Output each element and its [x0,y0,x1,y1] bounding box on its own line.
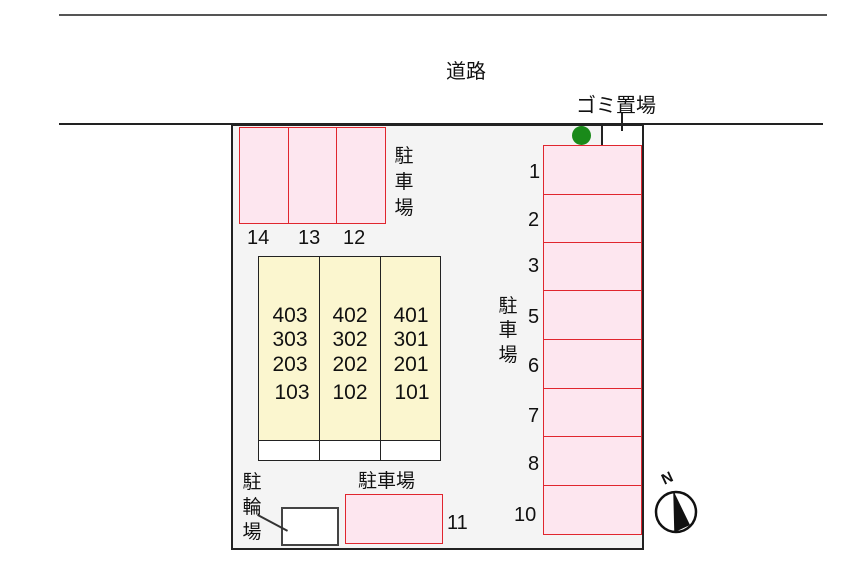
unit-201: 201 [393,353,429,376]
slot-label-10: 10 [514,504,537,526]
parking-slot-13 [288,127,337,224]
parking-label-right-1: 駐 [498,295,518,317]
slot-label-13: 13 [298,227,321,249]
parking-slot-8 [543,436,642,486]
unit-202: 202 [332,353,368,376]
unit-102: 102 [332,381,368,404]
parking-slot-3 [543,242,642,292]
unit-303: 303 [272,328,308,351]
building-footer-2 [319,440,381,461]
slot-label-8: 8 [528,453,540,475]
unit-103: 103 [274,381,310,404]
bicycle-parking-area [281,507,339,546]
bicycle-label-2: 輪 [242,496,262,518]
slot-label-5: 5 [528,306,540,328]
slot-label-14: 14 [247,227,270,249]
parking-label-bottom: 駐車場 [358,470,416,492]
unit-302: 302 [332,328,368,351]
building-footer-3 [380,440,441,461]
parking-label-top-1: 駐 [394,145,414,167]
parking-slot-14 [239,127,289,224]
parking-slot-11 [345,494,443,544]
garbage-pointer [621,113,623,131]
unit-203: 203 [272,353,308,376]
slot-label-2: 2 [528,209,540,231]
garbage-label: ゴミ置場 [576,93,656,117]
road-edge-top [59,14,827,16]
slot-label-12: 12 [343,227,366,249]
unit-101: 101 [394,381,430,404]
parking-slot-7 [543,388,642,438]
garbage-area [601,124,644,146]
parking-label-right-2: 車 [498,319,518,341]
road-label: 道路 [446,59,486,83]
unit-402: 402 [332,304,368,327]
parking-label-right-3: 場 [498,344,518,366]
building-column-1 [258,256,320,442]
parking-label-top-3: 場 [394,197,414,219]
slot-label-7: 7 [528,405,540,427]
parking-slot-5 [543,290,642,340]
unit-301: 301 [393,328,429,351]
parking-label-top-2: 車 [394,171,414,193]
bicycle-label-1: 駐 [242,471,262,493]
tree-icon [572,126,591,145]
parking-slot-2 [543,194,642,244]
parking-slot-1 [543,145,642,195]
slot-label-11: 11 [447,512,468,534]
slot-label-1: 1 [529,161,541,183]
bicycle-label-3: 場 [242,521,262,543]
parking-slot-10 [543,485,642,535]
parking-slot-12 [336,127,386,224]
compass-icon: N [652,469,704,534]
slot-label-6: 6 [528,355,540,377]
unit-401: 401 [393,304,429,327]
building-column-3 [380,256,441,442]
slot-label-3: 3 [528,255,540,277]
unit-403: 403 [272,304,308,327]
parking-slot-6 [543,339,642,389]
building-footer-1 [258,440,320,461]
